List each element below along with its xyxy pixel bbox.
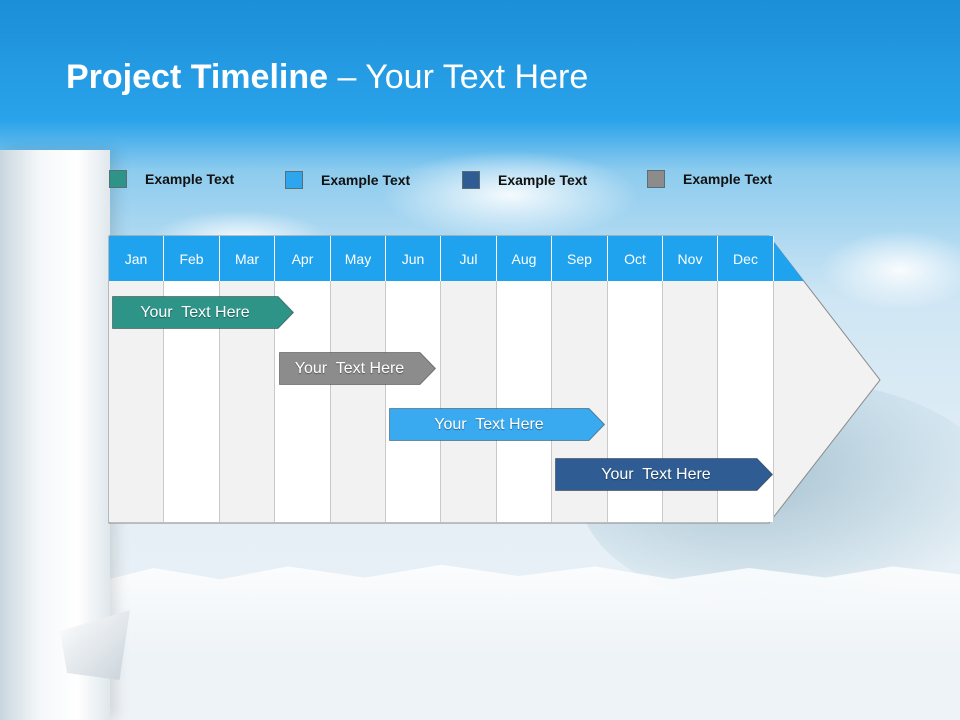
- legend-label: Example Text: [321, 172, 411, 188]
- month-header-mar: Mar: [220, 236, 275, 281]
- month-column: [331, 281, 386, 522]
- month-header-sep: Sep: [552, 236, 608, 281]
- legend-swatch: [285, 171, 303, 189]
- month-header-may: May: [331, 236, 386, 281]
- task-bar-label: Your Text Here: [434, 415, 544, 433]
- month-header-feb: Feb: [164, 236, 220, 281]
- month-column: [386, 281, 441, 522]
- legend: Example Text Example Text Example Text E…: [0, 170, 960, 200]
- legend-label: Example Text: [145, 171, 235, 187]
- title-regular-part: – Your Text Here: [328, 58, 589, 96]
- legend-item[interactable]: Example Text: [462, 171, 587, 189]
- month-header-jul: Jul: [441, 236, 497, 281]
- task-bar[interactable]: Your Text Here: [112, 296, 294, 329]
- background-cloud: [380, 150, 640, 240]
- month-header-aug: Aug: [497, 236, 552, 281]
- month-column: [441, 281, 497, 522]
- month-column: [497, 281, 552, 522]
- task-bar-label: Your Text Here: [294, 359, 405, 377]
- month-header-dec: Dec: [718, 236, 774, 281]
- month-header-jun: Jun: [386, 236, 441, 281]
- legend-label: Example Text: [498, 172, 588, 188]
- background-cloud: [820, 230, 960, 310]
- torn-paper-edge: [0, 564, 960, 720]
- task-bar-arrow: [112, 296, 294, 329]
- task-bar[interactable]: Your Text Here: [389, 408, 605, 441]
- title-bold-part: Project Timeline: [66, 58, 329, 96]
- task-bar-label: Your Text Here: [140, 303, 250, 321]
- legend-swatch: [109, 170, 127, 188]
- legend-item[interactable]: Example Text: [647, 170, 772, 188]
- legend-swatch: [462, 171, 480, 189]
- task-bar[interactable]: Your Text Here: [555, 458, 773, 491]
- task-bar-arrow: [279, 352, 436, 385]
- month-header-nov: Nov: [663, 236, 718, 281]
- month-header-apr: Apr: [275, 236, 331, 281]
- legend-label: Example Text: [683, 171, 773, 187]
- month-header-oct: Oct: [608, 236, 663, 281]
- task-bar[interactable]: Your Text Here: [279, 352, 436, 385]
- slide-title[interactable]: Project Timeline – Your Text Here: [66, 58, 588, 97]
- legend-swatch: [647, 170, 665, 188]
- legend-item[interactable]: Example Text: [109, 170, 234, 188]
- month-header-jan: Jan: [109, 236, 164, 281]
- task-bar-arrow: [555, 458, 773, 491]
- task-bar-label: Your Text Here: [601, 465, 711, 483]
- legend-item[interactable]: Example Text: [285, 171, 410, 189]
- task-bar-arrow: [389, 408, 605, 441]
